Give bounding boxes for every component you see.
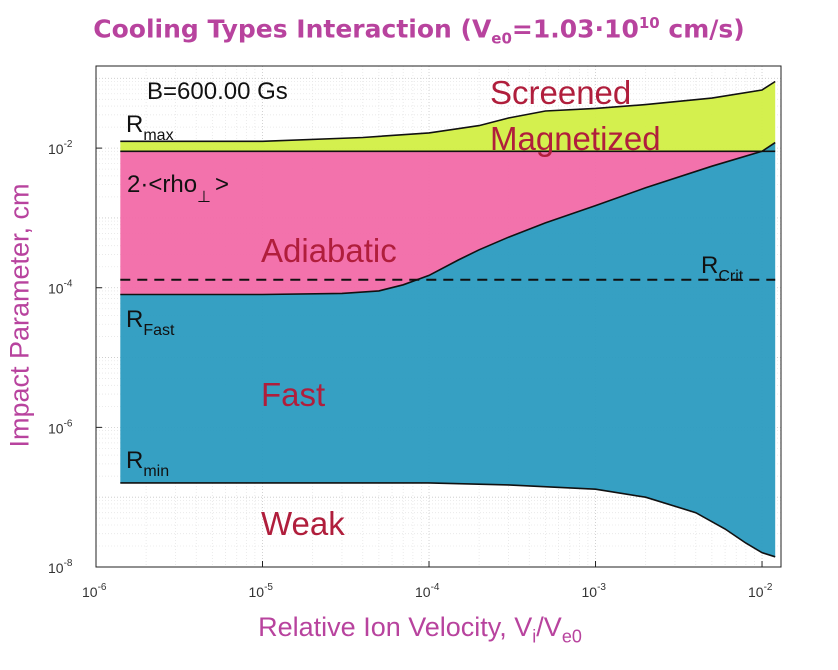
region-label-screened: Screened [490,74,631,111]
region-label-weak: Weak [261,505,345,542]
rmax-curve [120,80,776,143]
plot-frame [95,65,782,568]
y-tick-label: 10-4 [48,279,73,297]
x-tick-label: 10-3 [582,582,607,600]
fast-region [120,142,776,557]
rmax-label: Rmax [126,111,174,144]
y-tick-label: 10-8 [48,558,73,576]
y-tick-label: 10-2 [48,139,73,157]
rcrit-label: RCrit [701,252,744,285]
chart-title: Cooling Types Interaction (Ve0=1.03·1010… [93,14,745,48]
x-tick-label: 10-5 [249,582,274,600]
rho-label: 2·<rho⊥> [127,171,229,206]
rfast-label: RFast [126,306,175,339]
region-label-adiabatic: Adiabatic [261,232,397,269]
rmin-curve [120,482,776,558]
x-axis-label: Relative Ion Velocity, Vi/Ve0 [258,612,582,647]
rmin-label: Rmin [126,447,169,480]
adiabatic-region [120,151,776,295]
rfast-curve [120,141,776,296]
magnetized-region [120,81,776,152]
region-label-magnetized: Magnetized [490,120,661,157]
field-label: B=600.00 Gs [147,78,288,105]
x-tick-label: 10-4 [415,582,440,600]
axis-ticks: 10-6 10-5 10-4 10-3 10-2 10-8 10-6 10-4 10-2 [48,139,773,600]
x-tick-label: 10-6 [82,582,107,600]
y-tick-label: 10-6 [48,418,73,436]
x-tick-label: 10-2 [748,582,773,600]
curves [120,80,776,558]
region-label-fast: Fast [261,376,325,413]
